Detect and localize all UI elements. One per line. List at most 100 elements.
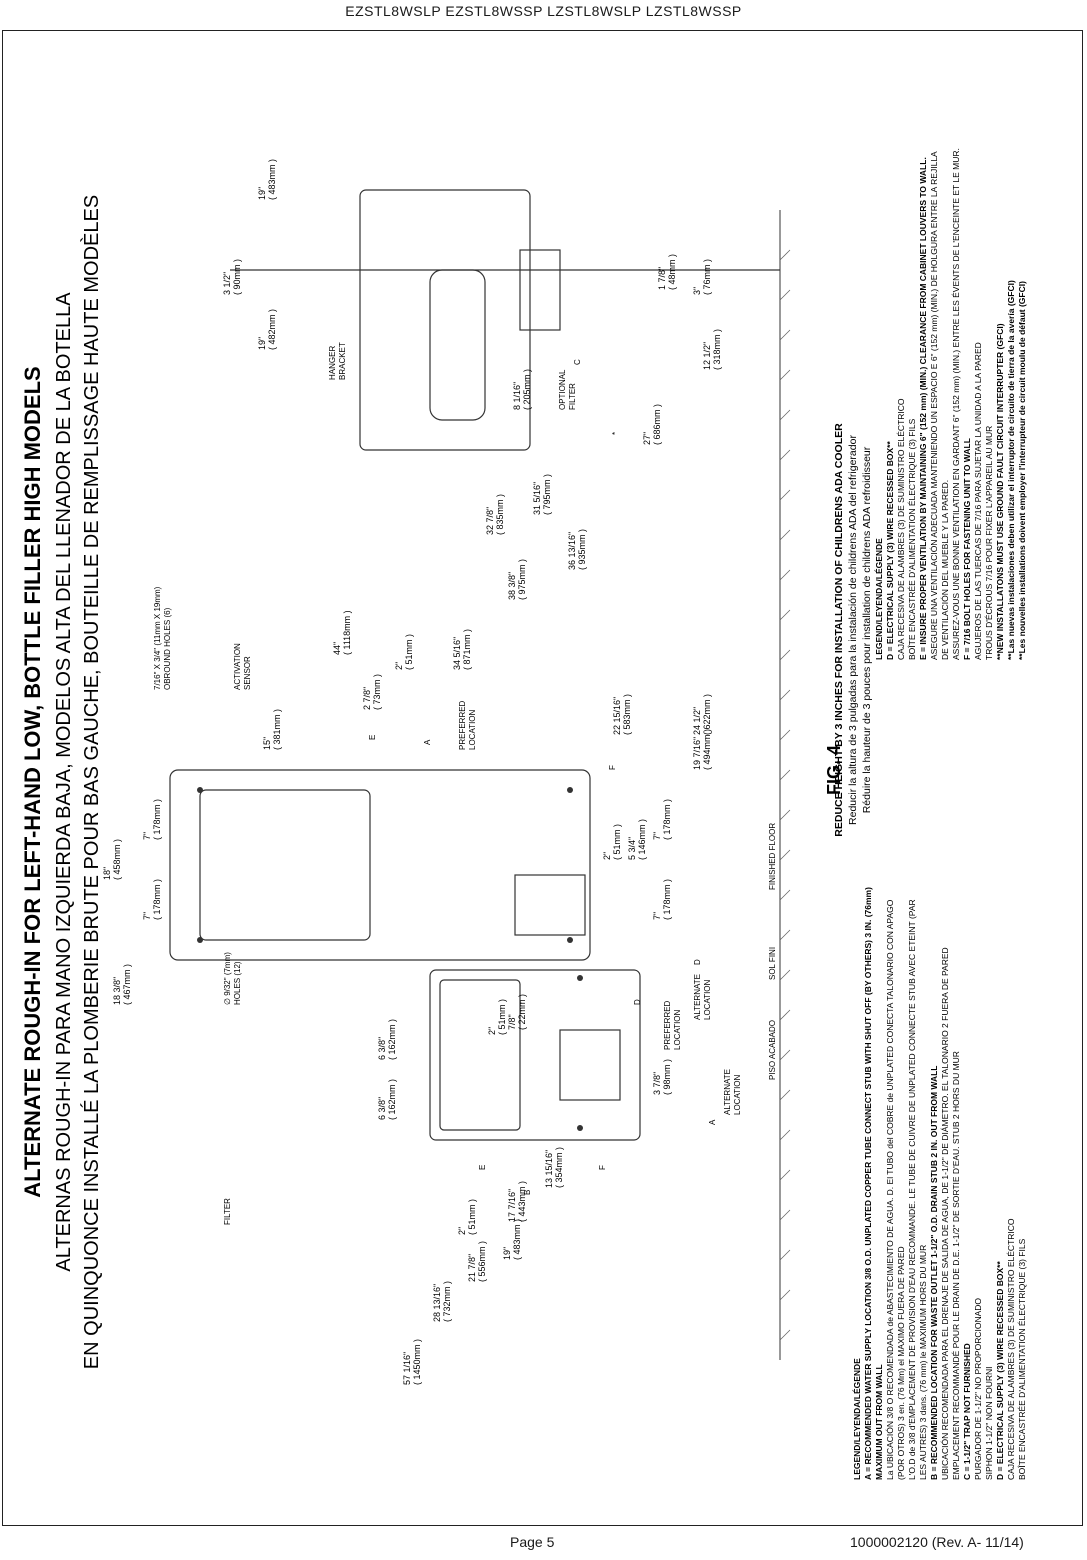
dim-2cm: ( 51mm ) [497,999,507,1035]
floor-label-fr: SOL FINI [768,947,777,980]
dim-7am: ( 178mm ) [152,879,162,920]
svg-text:DE VENTILACIÓN DEL MUEBLE Y LA: DE VENTILACIÓN DEL MUEBLE Y LA PARED. [940,480,950,660]
dim-44: 44" [332,642,342,655]
svg-text:LES AUTRES) 3 dans. (76 mm) le: LES AUTRES) 3 dans. (76 mm) le MAXIMUM H… [918,1245,928,1480]
label-location-ad: LOCATION [703,979,712,1020]
label-star: * [611,432,620,435]
dim-18bm: ( 458mm ) [112,839,122,880]
dim-7dm: ( 178mm ) [662,799,672,840]
svg-text:**NEW INSTALLATONS MUST USE GR: **NEW INSTALLATONS MUST USE GROUND FAULT… [995,323,1005,660]
dim-3: 3" [692,287,702,295]
floor-label-en: FINISHED FLOOR [768,823,777,890]
svg-text:CAJA RECESIVA DE ALAMBRES (3): CAJA RECESIVA DE ALAMBRES (3) DE SUMINIS… [896,398,906,660]
dim-2a: 2" [457,1227,467,1235]
dim-12m: ( 318mm ) [712,329,722,370]
dim-32: 32 7/8" [485,507,495,535]
svg-text:D = ELECTRICAL SUPPLY (3) WIRE: D = ELECTRICAL SUPPLY (3) WIRE RECESSED … [885,441,895,660]
dim-17m: ( 443mm ) [517,1181,527,1222]
reduce-en: REDUCE HEIGHT BY 3 INCHES FOR INSTALLATI… [833,423,845,837]
svg-text:TROUS D'ÉCROUS 7/16 POUR FIXER: TROUS D'ÉCROUS 7/16 POUR FIXER L'APPAREI… [984,426,994,660]
dim-6a: 6 3/8" [377,1097,387,1120]
dim-19716m: ( 494mm ) [702,729,712,770]
dim-178: 1 7/8" [657,267,667,290]
dim-34m: ( 871mm ) [462,629,472,670]
dim-57: 57 1/16" [402,1352,412,1385]
label-obround2: OBROUND HOLES (6) [163,607,172,690]
title-es: ALTERNAS ROUGH-IN PARA MANO IZQUIERDA BA… [53,292,75,1272]
label-location: LOCATION [468,709,477,750]
dim-2c: 2" [487,1027,497,1035]
label-hanger: HANGER [328,346,337,380]
callout-labels: FILTER ∅ 9/32" (7mm) HOLES (12) 7/16" X … [153,342,742,1225]
dim-31m: ( 795mm ) [542,474,552,515]
dim-15m: ( 381mm ) [272,709,282,750]
dim-18m: ( 467mm ) [122,964,132,1005]
svg-text:PURGADOR DE 1-1/2" NO PROPORCI: PURGADOR DE 1-1/2" NO PROPORCIONADO [973,1298,983,1480]
dim-36m: ( 935mm ) [577,529,587,570]
legend-right: LEGEND/LEYENDA/LÉGENDE D = ELECTRICAL SU… [874,148,1027,660]
callout-f2: F [608,765,617,770]
dim-38m: ( 975mm ) [517,559,527,600]
reduce-fr: Réduire la hauteur de 3 pouces pour inst… [861,446,873,813]
page-frame [2,30,1083,1526]
dim-2d: 2" [602,852,612,860]
dim-24m: ( 622mm ) [702,694,712,735]
bolt-holes [197,787,583,1131]
dim-534m: ( 146mm ) [637,819,647,860]
callout-d: D [633,999,642,1005]
dim-18: 18 3/8" [112,977,122,1005]
svg-text:EMPLACEMENT RECOMMANDÉ POUR LE: EMPLACEMENT RECOMMANDÉ POUR LE DRAIN DE … [951,1051,961,1480]
dim-7c: 7" [652,912,662,920]
svg-text:LEGEND/LEYENDA/LÉGENDE: LEGEND/LEYENDA/LÉGENDE [874,538,884,660]
dim-2b: 2" [394,662,404,670]
floor-hatch [779,249,791,1341]
dim-19c: 19" [257,187,267,200]
dim-78: 7/8" [507,1014,517,1030]
svg-text:ASSUREZ-VOUS UNE BONNE VENTILA: ASSUREZ-VOUS UNE BONNE VENTILATION EN GA… [951,148,961,660]
callout-e2: E [368,735,377,740]
label-sensor: SENSOR [243,656,252,690]
dim-21m: ( 556mm ) [477,1241,487,1282]
dim-78m: ( 22mm ) [517,994,527,1030]
dim-13m: ( 354mm ) [554,1147,564,1188]
dim-534: 5 3/4" [627,837,637,860]
legend-left: LEGEND/LEYENDA/LÉGENDE A = RECOMMENDED W… [852,887,1027,1480]
dim-19bm: ( 482mm ) [267,309,277,350]
dim-28m: ( 732mm ) [442,1281,452,1322]
svg-text:AGUJEROS DE LAS TUERCAS DE 7/1: AGUJEROS DE LAS TUERCAS DE 7/16 PARA SUJ… [973,342,983,660]
front-view-low-unit [429,969,641,1141]
label-filter: FILTER [223,1198,232,1225]
svg-text:(POR OTROS) 3 en. (76 Mm) el M: (POR OTROS) 3 en. (76 Mm) el MAXIMO FUER… [896,1246,906,1480]
label-activation: ACTIVATION [233,643,242,690]
label-preferred-d: PREFERRED [663,1000,672,1050]
callout-d2: D [693,959,702,965]
reduce-es: Reducir la altura de 3 pulgadas para la … [847,435,859,825]
label-location-aa: LOCATION [733,1074,742,1115]
dim-7d: 7" [652,832,662,840]
dim-378: 3 7/8" [652,1072,662,1095]
dim-15: 15" [262,737,272,750]
dim-7cm: ( 178mm ) [662,879,672,920]
callout-a2: A [423,739,432,745]
dim-8m: ( 205mm ) [522,369,532,410]
label-holes2: HOLES (12) [233,961,242,1005]
dim-27m: ( 686mm ) [652,404,662,445]
dim-378m: ( 98mm ) [662,1059,672,1095]
dim-18b: 18" [102,867,112,880]
dim-6b: 6 3/8" [377,1037,387,1060]
dim-2bm: ( 51mm ) [404,634,414,670]
dim-19cm: ( 483mm ) [267,159,277,200]
svg-text:**Las nuevas instalaciones deb: **Las nuevas instalaciones deben utiliza… [1006,280,1016,660]
dim-27: 27" [642,432,652,445]
dim-178m: ( 48mm ) [667,254,677,290]
svg-text:SIPHON 1-1/2" NON FOURNI: SIPHON 1-1/2" NON FOURNI [984,1366,994,1480]
dim-24: 24 1/2" [692,707,702,735]
dim-19b: 19" [257,337,267,350]
svg-text:ASEGURE UNA VENTILACIÓN ADECUA: ASEGURE UNA VENTILACIÓN ADECUADA MANTENI… [929,151,939,660]
model-header: EZSTL8WSLP EZSTL8WSSP LZSTL8WSLP LZSTL8W… [345,3,742,19]
dim-22m: ( 583mm ) [622,694,632,735]
label-obround: 7/16" X 3/4" (11mm X 19mm) [153,586,162,690]
svg-text:BOÎTE ENCASTRÉE D'ALIMENTATION: BOÎTE ENCASTRÉE D'ALIMENTATION ÉLECTRIQU… [1017,1238,1027,1480]
dimension-labels: 57 1/16" ( 1450mm ) 28 13/16" ( 732mm ) … [102,159,722,1385]
